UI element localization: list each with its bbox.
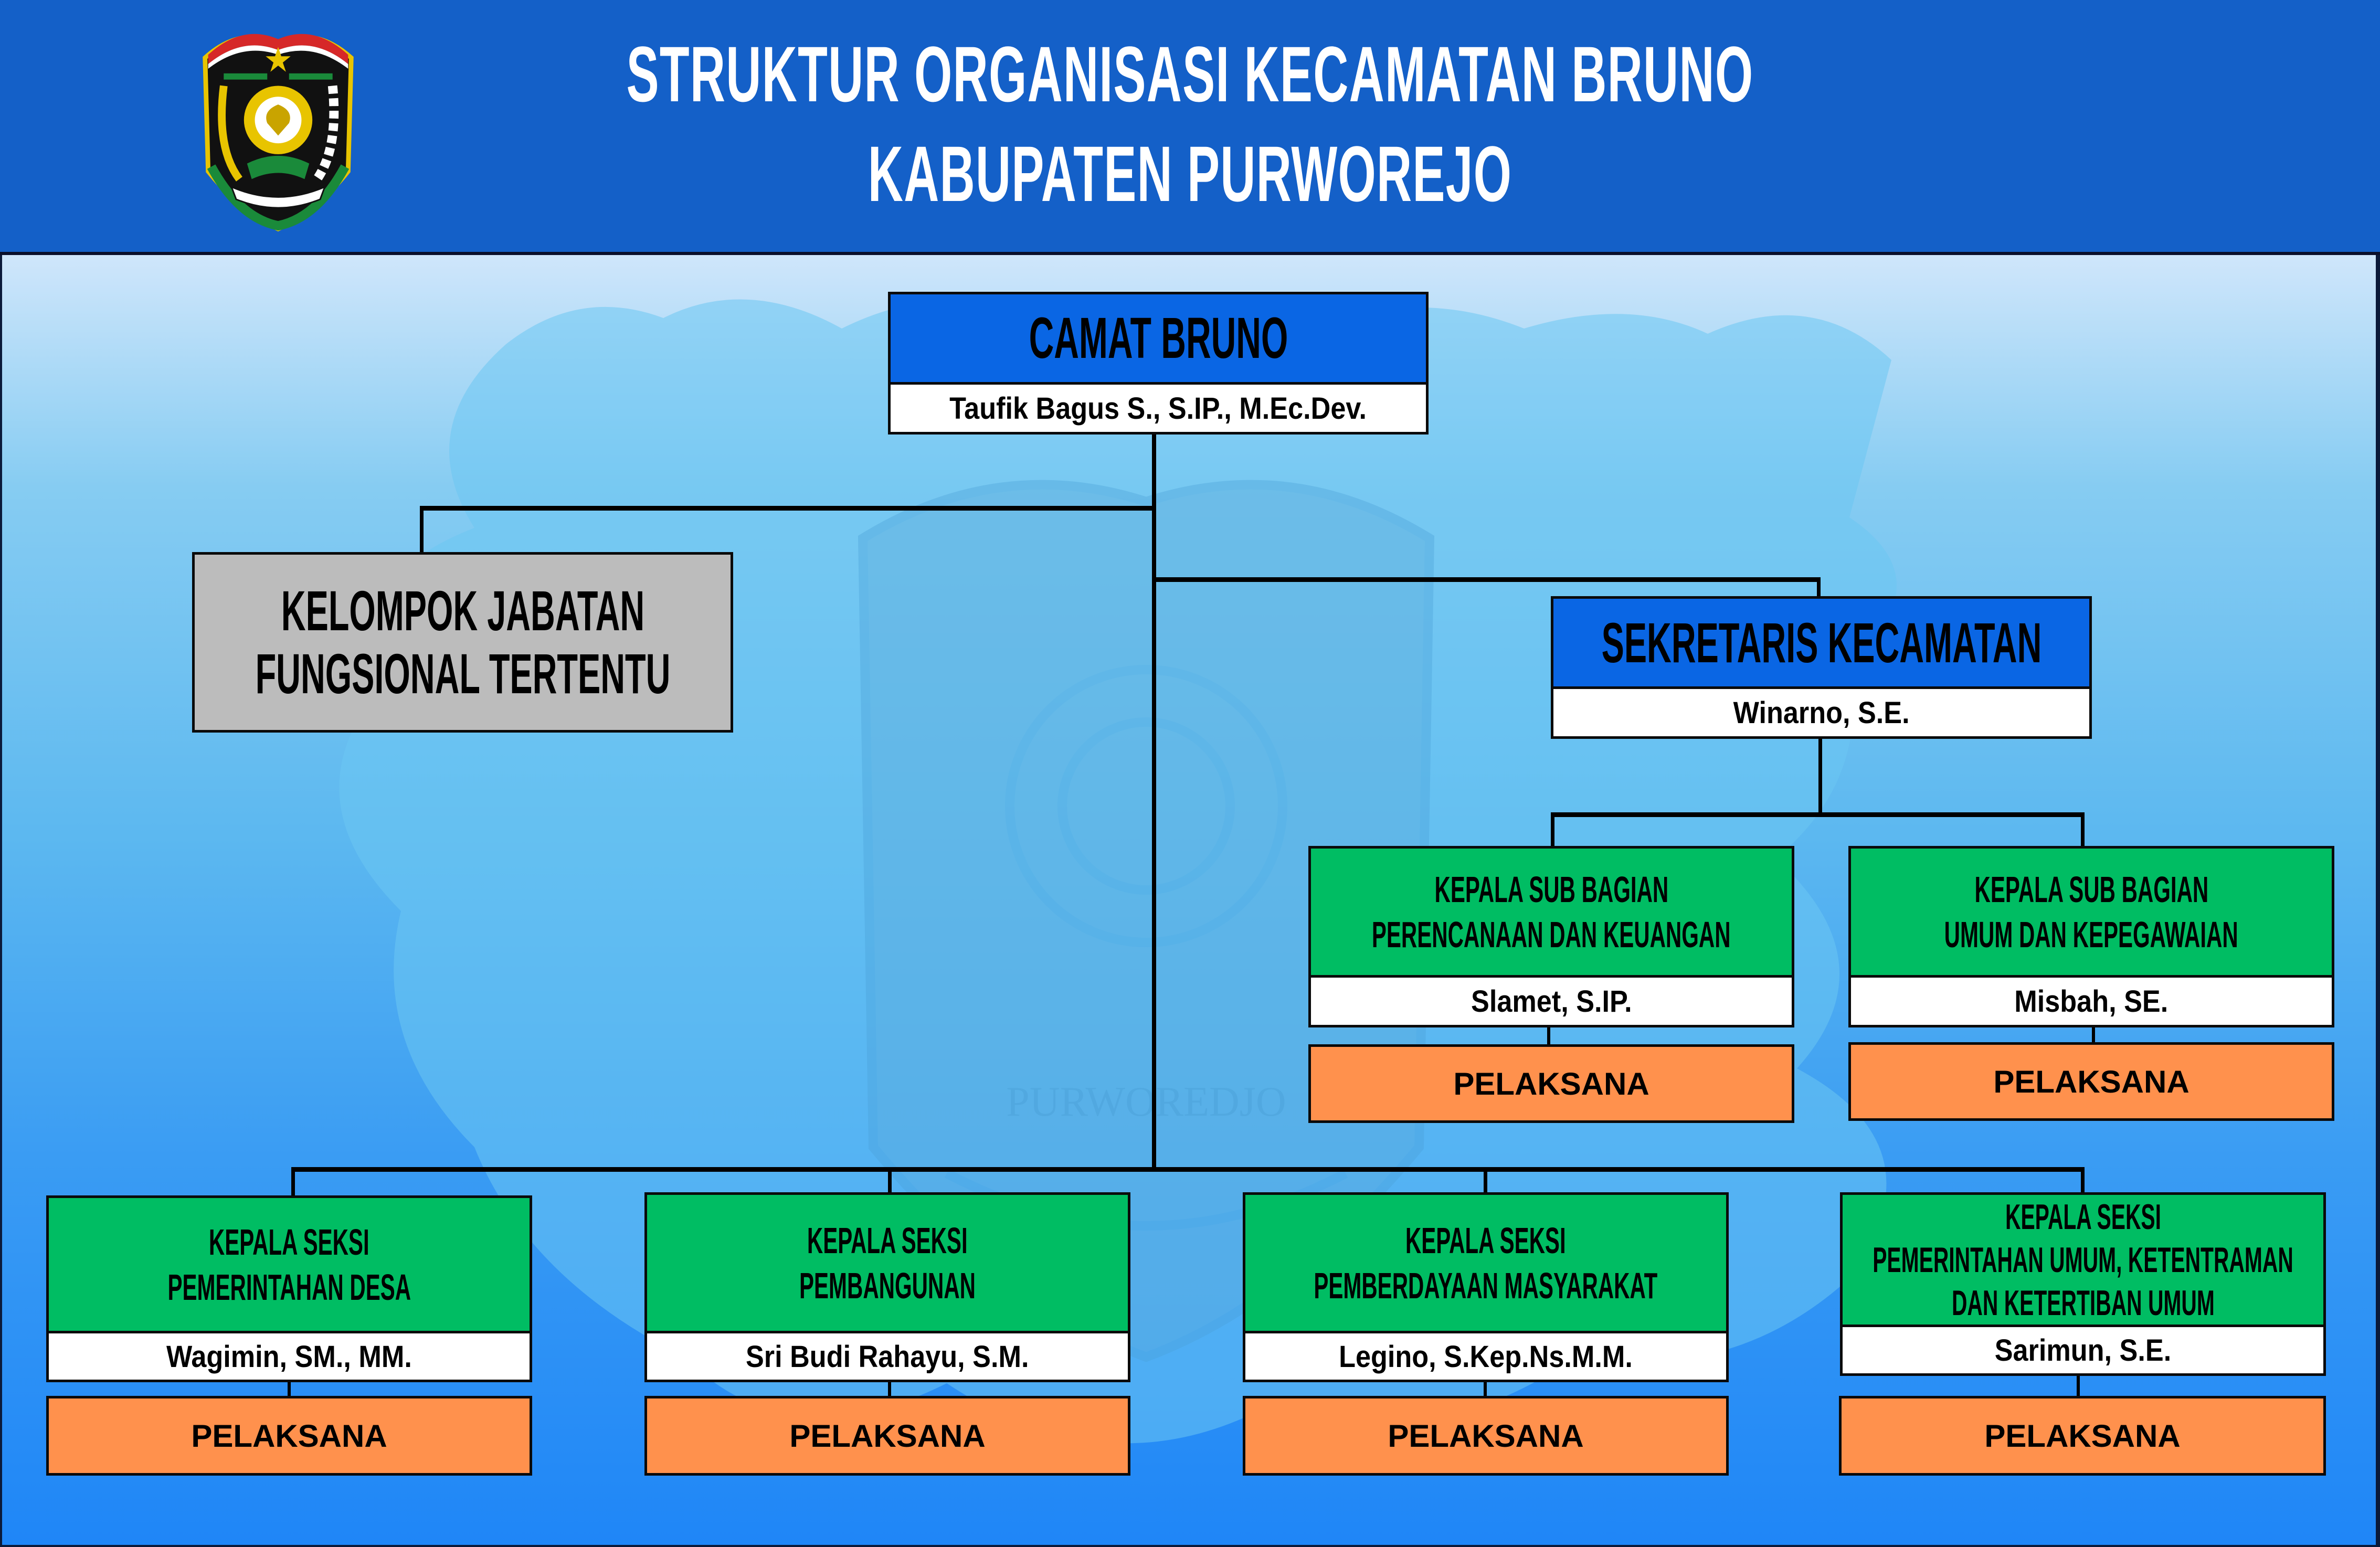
seksi-name-cell: Legino, S.Kep.Ns.M.M. [1245, 1333, 1726, 1380]
seksi-node-4[interactable]: KEPALA SEKSI PEMERINTAHAN UMUM, KETENTRA… [1840, 1192, 2326, 1376]
seksi-line1: KEPALA SEKSI [209, 1221, 369, 1263]
seksi-staff-node-1[interactable]: PELAKSANA [46, 1396, 532, 1476]
camat-node[interactable]: CAMAT BRUNO Taufik Bagus S., S.IP., M.Ec… [888, 292, 1429, 435]
fungsional-line1: KELOMPOK JABATAN [281, 579, 644, 642]
subbagian-name-cell: Slamet, S.IP. [1311, 978, 1792, 1025]
connector-camat-trunk [1152, 433, 1156, 1169]
seksi-line2: PEMBERDAYAAN MASYARAKAT [1314, 1265, 1658, 1306]
seksi-line1: KEPALA SEKSI [2005, 1196, 2161, 1237]
subbagian-line2: PERENCANAAN DAN KEUANGAN [1372, 914, 1731, 955]
subbagian-node-1[interactable]: KEPALA SUB BAGIAN PERENCANAAN DAN KEUANG… [1308, 846, 1794, 1027]
subbagian-staff-node-2[interactable]: PELAKSANA [1848, 1042, 2334, 1121]
connector-seksi-bus [291, 1167, 2085, 1172]
staff-label: PELAKSANA [1388, 1418, 1584, 1454]
subbagian-staff-node-1[interactable]: PELAKSANA [1308, 1044, 1794, 1123]
connector-fungsional-bus [420, 506, 1156, 511]
camat-title-cell: CAMAT BRUNO [891, 294, 1426, 385]
seksi-line2: PEMERINTAHAN DESA [167, 1266, 411, 1308]
sekretaris-title: SEKRETARIS KECAMATAN [1601, 611, 2041, 674]
connector-fungsional-drop [420, 506, 424, 553]
purworejo-emblem-icon [203, 34, 354, 232]
seksi-node-2[interactable]: KEPALA SEKSI PEMBANGUNAN Sri Budi Rahayu… [644, 1192, 1130, 1382]
chart-canvas: PURWOREDJO CAMAT BRUNO Taufik Bagus S., … [2, 255, 2376, 1545]
subbagian-name: Misbah, SE. [2014, 984, 2169, 1019]
seksi-name-cell: Wagimin, SM., MM. [49, 1333, 530, 1380]
watermark-text: PURWOREDJO [1006, 1079, 1286, 1125]
seksi-name: Sarimun, S.E. [1994, 1333, 2172, 1368]
seksi-title-cell: KEPALA SEKSI PEMBANGUNAN [647, 1195, 1128, 1333]
subbagian-line1: KEPALA SUB BAGIAN [1434, 868, 1668, 910]
seksi-line3: DAN KETERTIBAN UMUM [1951, 1283, 2215, 1323]
staff-label: PELAKSANA [191, 1418, 387, 1454]
connector-sekretaris-drop [1817, 577, 1821, 598]
page-subtitle: KABUPATEN PURWOREJO [868, 130, 1512, 218]
fungsional-line2: FUNGSIONAL TERTENTU [255, 642, 670, 705]
sekretaris-name: Winarno, S.E. [1733, 695, 1910, 730]
staff-label: PELAKSANA [1453, 1066, 1649, 1101]
sekretaris-name-cell: Winarno, S.E. [1553, 689, 2089, 736]
subbagian-node-2[interactable]: KEPALA SUB BAGIAN UMUM DAN KEPEGAWAIAN M… [1848, 846, 2334, 1027]
seksi-name: Sri Budi Rahayu, S.M. [746, 1339, 1029, 1374]
sekretaris-node[interactable]: SEKRETARIS KECAMATAN Winarno, S.E. [1551, 596, 2092, 739]
seksi-staff-node-4[interactable]: PELAKSANA [1839, 1396, 2326, 1476]
seksi-node-3[interactable]: KEPALA SEKSI PEMBERDAYAAN MASYARAKAT Leg… [1243, 1192, 1729, 1382]
connector-sekretaris-trunk [1818, 739, 1822, 815]
seksi-node-1[interactable]: KEPALA SEKSI PEMERINTAHAN DESA Wagimin, … [46, 1195, 532, 1382]
header-banner: STRUKTUR ORGANISASI KECAMATAN BRUNO KABU… [0, 0, 2380, 255]
sekretaris-title-cell: SEKRETARIS KECAMATAN [1553, 599, 2089, 689]
connector-seksi-staff-4 [2077, 1375, 2080, 1397]
seksi-staff-node-3[interactable]: PELAKSANA [1243, 1396, 1729, 1476]
connector-seksi-staff-1 [288, 1380, 291, 1397]
subbagian-line1: KEPALA SUB BAGIAN [1974, 868, 2208, 910]
connector-subbagian-staff-2 [2092, 1025, 2095, 1045]
connector-subbagian-drop-1 [1551, 812, 1554, 847]
connector-seksi-staff-2 [888, 1380, 891, 1397]
seksi-line2: PEMERINTAHAN UMUM, KETENTRAMAN [1873, 1239, 2293, 1280]
fungsional-node[interactable]: KELOMPOK JABATAN FUNGSIONAL TERTENTU [192, 552, 733, 733]
subbagian-title-cell: KEPALA SUB BAGIAN PERENCANAAN DAN KEUANG… [1311, 849, 1792, 978]
subbagian-line2: UMUM DAN KEPEGAWAIAN [1944, 914, 2239, 955]
staff-label: PELAKSANA [1993, 1064, 2189, 1099]
seksi-line1: KEPALA SEKSI [1405, 1220, 1566, 1261]
page-title: STRUKTUR ORGANISASI KECAMATAN BRUNO [626, 30, 1754, 118]
connector-seksi-drop-4 [2081, 1167, 2085, 1193]
seksi-title-cell: KEPALA SEKSI PEMERINTAHAN UMUM, KETENTRA… [1843, 1195, 2323, 1327]
subbagian-name-cell: Misbah, SE. [1851, 978, 2332, 1025]
connector-seksi-drop-2 [888, 1167, 892, 1193]
camat-name: Taufik Bagus S., S.IP., M.Ec.Dev. [949, 391, 1367, 426]
seksi-name: Wagimin, SM., MM. [166, 1339, 412, 1374]
seksi-title-cell: KEPALA SEKSI PEMERINTAHAN DESA [49, 1198, 530, 1333]
connector-seksi-drop-1 [291, 1167, 295, 1196]
seksi-staff-node-2[interactable]: PELAKSANA [644, 1396, 1130, 1476]
subbagian-title-cell: KEPALA SUB BAGIAN UMUM DAN KEPEGAWAIAN [1851, 849, 2332, 978]
camat-name-cell: Taufik Bagus S., S.IP., M.Ec.Dev. [891, 385, 1426, 432]
camat-title: CAMAT BRUNO [1029, 306, 1288, 370]
staff-label: PELAKSANA [789, 1418, 986, 1454]
connector-sekretaris-bus [1152, 577, 1820, 582]
seksi-line2: PEMBANGUNAN [799, 1265, 976, 1306]
connector-subbagian-staff-1 [1547, 1025, 1550, 1045]
seksi-name: Legino, S.Kep.Ns.M.M. [1339, 1339, 1633, 1374]
seksi-name-cell: Sri Budi Rahayu, S.M. [647, 1333, 1128, 1380]
connector-subbagian-drop-2 [2081, 812, 2085, 847]
connector-seksi-drop-3 [1484, 1167, 1487, 1193]
seksi-line1: KEPALA SEKSI [807, 1220, 968, 1261]
connector-subbagian-bus [1551, 812, 2085, 817]
seksi-name-cell: Sarimun, S.E. [1843, 1327, 2323, 1373]
staff-label: PELAKSANA [1984, 1418, 2181, 1454]
connector-seksi-staff-3 [1484, 1380, 1487, 1397]
seksi-title-cell: KEPALA SEKSI PEMBERDAYAAN MASYARAKAT [1245, 1195, 1726, 1333]
subbagian-name: Slamet, S.IP. [1471, 984, 1632, 1019]
